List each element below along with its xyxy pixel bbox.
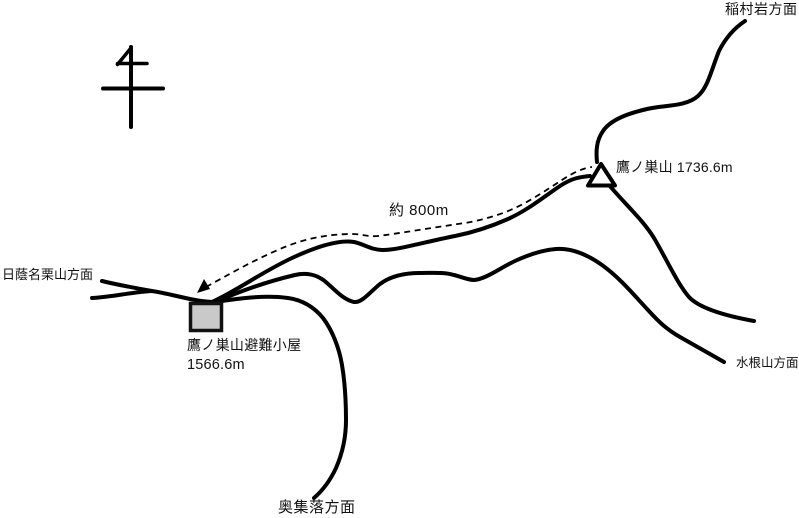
label-mizune-direction: 水根山方面 <box>736 356 799 370</box>
route-arrowhead-icon <box>197 279 210 293</box>
label-inamuraiwa-direction: 稲村岩方面 <box>725 1 798 17</box>
trail-west-fork <box>90 279 214 304</box>
trail-dashed-route <box>205 166 593 288</box>
trail-oku-village <box>214 294 349 500</box>
hut-square-marker <box>188 301 224 333</box>
label-hut-elevation: 1566.6m <box>187 357 245 373</box>
peak-triangle-marker <box>586 162 617 188</box>
trail-peak-descent <box>607 183 756 323</box>
north-compass-icon <box>101 45 165 129</box>
label-hikage-naguri-direction: 日蔭名栗山方面 <box>2 267 94 282</box>
label-route-distance: 約 800m <box>389 202 449 219</box>
label-peak-name-elevation: 鷹ノ巣山 1736.6m <box>616 159 733 175</box>
label-oku-village-direction: 奥集落方面 <box>278 499 356 516</box>
trail-inamuraiwa <box>594 19 747 164</box>
trail-ridge-to-peak <box>210 174 592 304</box>
trail-mizune <box>211 246 726 364</box>
label-hut-name: 鷹ノ巣山避難小屋 <box>187 337 302 353</box>
